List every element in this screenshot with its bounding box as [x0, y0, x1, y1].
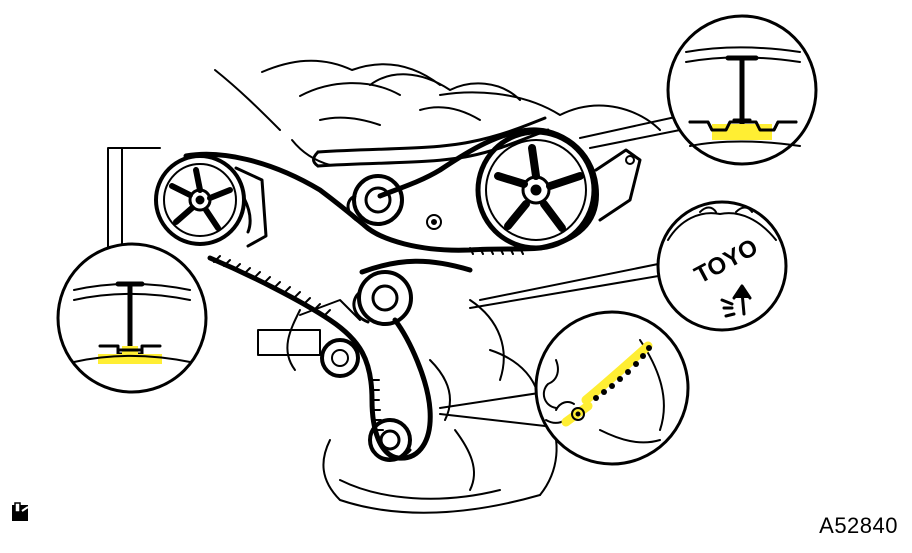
figure-code: A52840: [819, 513, 898, 538]
book-mark-icon: [12, 502, 29, 521]
crankshaft-mark-detail: [534, 310, 690, 466]
left-timing-mark-detail: [56, 242, 208, 394]
tensioner-pulley: [320, 338, 360, 378]
upper-hose: [312, 116, 550, 168]
left-camshaft-pulley: [154, 154, 268, 248]
belt-direction-arrow-icon: [720, 284, 752, 318]
belt-lettering-detail: TOYO: [656, 200, 788, 332]
leader-lines: [107, 115, 691, 431]
lower-idler-pulley: [352, 270, 413, 326]
timing-belt: [183, 127, 599, 461]
bolt-mark: [426, 214, 442, 230]
right-timing-mark-detail: [666, 14, 818, 166]
right-camshaft-pulley: [475, 129, 642, 251]
